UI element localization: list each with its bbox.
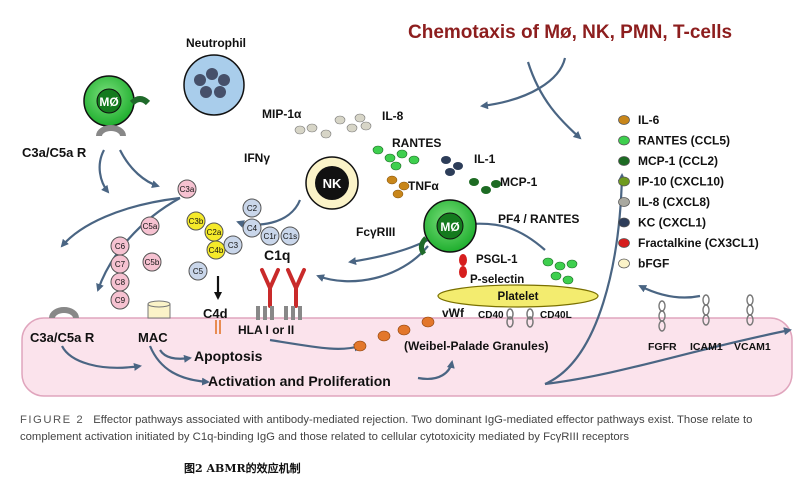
diagram-canvas: Chemotaxis of Mø, NK, PMN, T-cells MØ C3… xyxy=(21,22,793,397)
vwf-granules xyxy=(353,316,435,352)
apoptosis-label: Apoptosis xyxy=(194,348,263,364)
ifng-label: IFNγ xyxy=(244,151,270,165)
endothelium-band xyxy=(21,317,793,397)
svg-text:C3: C3 xyxy=(228,241,239,250)
psgl1-label: PSGL-1 xyxy=(476,254,518,266)
figure-number: FIGURE 2 xyxy=(20,414,85,426)
macrophage-top-label: MØ xyxy=(99,95,118,109)
neutrophil: Neutrophil xyxy=(183,36,246,116)
mcp1-label: MCP-1 xyxy=(500,175,538,189)
fcgriii-label: FcγRIII xyxy=(356,225,395,239)
il8-label: IL-8 xyxy=(382,109,404,123)
svg-text:C7: C7 xyxy=(115,260,126,269)
figure-caption: FIGURE 2 Effector pathways associated wi… xyxy=(20,412,790,446)
psgl1-pselectin xyxy=(459,254,467,278)
legend-label: RANTES (CCL5) xyxy=(638,134,730,148)
legend-label: bFGF xyxy=(638,257,669,271)
c3a-c5a-r-top: C3a/C5a R xyxy=(22,145,87,160)
icam1-label: ICAM1 xyxy=(690,341,723,353)
cytokine-dots xyxy=(294,113,501,199)
platelet-label: Platelet xyxy=(498,291,539,303)
mac-label: MAC xyxy=(138,330,168,345)
legend-label: MCP-1 (CCL2) xyxy=(638,154,718,168)
svg-text:C5: C5 xyxy=(193,267,204,276)
il1-label: IL-1 xyxy=(474,152,496,166)
svg-text:C2: C2 xyxy=(247,204,258,213)
svg-text:C1r: C1r xyxy=(264,232,277,241)
legend-label: KC (CXCL1) xyxy=(638,216,706,230)
rantes-label: RANTES xyxy=(392,136,441,150)
hla-label: HLA I or II xyxy=(238,323,294,337)
c1q-label: C1q xyxy=(264,247,290,263)
legend-swatch xyxy=(618,115,630,125)
macrophage-right: MØ xyxy=(418,199,477,256)
igg-antibodies xyxy=(260,268,306,308)
pselectin-label: P-selectin xyxy=(470,274,524,286)
legend-swatch xyxy=(618,176,630,187)
svg-text:C3b: C3b xyxy=(189,217,204,226)
chemotaxis-title: Chemotaxis of Mø, NK, PMN, T-cells xyxy=(408,22,732,43)
weibel-label: (Weibel-Palade Granules) xyxy=(404,339,549,353)
activation-label: Activation and Proliferation xyxy=(208,373,391,389)
mip1a-label: MIP-1α xyxy=(262,107,302,121)
endothelial-receptors xyxy=(658,294,754,332)
c3a-c5a-r-bottom: C3a/C5a R xyxy=(30,330,95,345)
legend-swatch xyxy=(618,156,630,166)
cd40-receptors xyxy=(506,308,534,328)
legend-swatch xyxy=(618,217,630,228)
legend-swatch xyxy=(618,258,630,269)
c4d-marks xyxy=(215,320,221,334)
mac-complex xyxy=(147,300,171,319)
platelet xyxy=(437,284,599,308)
fgfr-label: FGFR xyxy=(648,341,677,353)
legend-swatch xyxy=(618,197,630,207)
vwf-label: vWf xyxy=(442,306,465,320)
chinese-caption: 图2 ABMR的效应机制 xyxy=(184,462,301,475)
svg-text:C3a: C3a xyxy=(180,185,195,194)
legend-swatch xyxy=(618,135,630,146)
svg-text:C9: C9 xyxy=(115,296,126,305)
cd40l-label: CD40L xyxy=(540,310,572,321)
hla-receptors xyxy=(256,306,302,320)
nk-label: NK xyxy=(323,176,342,191)
vcam1-label: VCAM1 xyxy=(734,341,771,353)
cd40-label: CD40 xyxy=(478,310,504,321)
c3a-c5a-receptor-bottom xyxy=(49,307,79,319)
pf4-rantes-label: PF4 / RANTES xyxy=(498,212,579,226)
legend-label: IP-10 (CXCL10) xyxy=(638,175,724,189)
svg-text:C8: C8 xyxy=(115,278,126,287)
c4d-label: C4d xyxy=(203,306,228,321)
svg-text:C5b: C5b xyxy=(145,258,160,267)
legend-swatch xyxy=(618,238,630,248)
svg-text:C6: C6 xyxy=(115,242,126,251)
svg-text:C1s: C1s xyxy=(283,232,297,241)
svg-text:C5a: C5a xyxy=(143,222,158,231)
svg-text:C4: C4 xyxy=(247,224,258,233)
caption-text: Effector pathways associated with antibo… xyxy=(20,414,753,443)
svg-text:C2a: C2a xyxy=(207,228,222,237)
legend-label: IL-8 (CXCL8) xyxy=(638,195,710,209)
macrophage-right-label: MØ xyxy=(440,220,459,234)
legend-label: Fractalkine (CX3CL1) xyxy=(638,236,759,250)
neutrophil-label: Neutrophil xyxy=(186,36,246,50)
macrophage-top: MØ xyxy=(83,75,151,137)
platelet-granules xyxy=(542,257,578,285)
legend-label: IL-6 xyxy=(638,113,660,127)
svg-text:C4b: C4b xyxy=(209,246,224,255)
nk-cell: NK xyxy=(305,156,359,210)
tnfa-label: TNFα xyxy=(408,179,439,193)
complement-cascade: C3a C5a C6 C7 C8 C9 C5b C5 C3b C2a C4b C… xyxy=(110,179,300,310)
